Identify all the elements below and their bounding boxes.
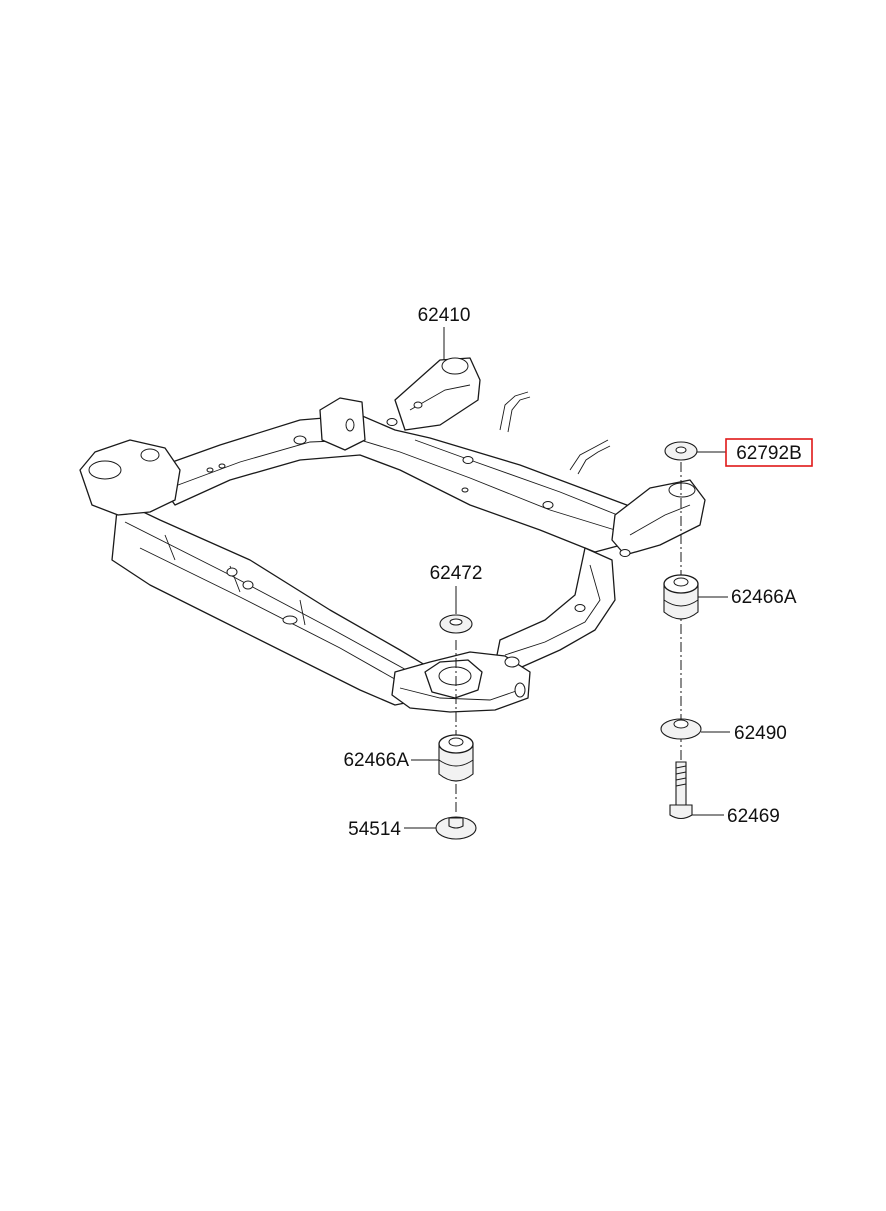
part-label-62410[interactable]: 62410 bbox=[418, 305, 471, 326]
part-label-62490[interactable]: 62490 bbox=[734, 723, 787, 744]
flange-bolt-front-icon bbox=[435, 816, 477, 840]
part-label-62466A-rear[interactable]: 62466A bbox=[731, 587, 797, 608]
part-label-62469[interactable]: 62469 bbox=[727, 806, 780, 827]
crossmember-subframe-icon bbox=[79, 357, 706, 713]
bushing-front-icon bbox=[438, 734, 474, 782]
part-label-62466A-front[interactable]: 62466A bbox=[343, 750, 409, 771]
bolt-rear-icon bbox=[669, 761, 693, 820]
part-label-54514[interactable]: 54514 bbox=[348, 819, 401, 840]
stopper-front-washer-icon bbox=[439, 614, 473, 634]
washer-rear-icon bbox=[660, 718, 702, 740]
highlight-box bbox=[725, 438, 813, 467]
bushing-rear-icon bbox=[663, 574, 699, 620]
stopper-rear-washer-icon bbox=[664, 441, 698, 461]
part-label-62472[interactable]: 62472 bbox=[430, 563, 483, 584]
part-label-62792B[interactable]: 62792B bbox=[736, 443, 802, 464]
